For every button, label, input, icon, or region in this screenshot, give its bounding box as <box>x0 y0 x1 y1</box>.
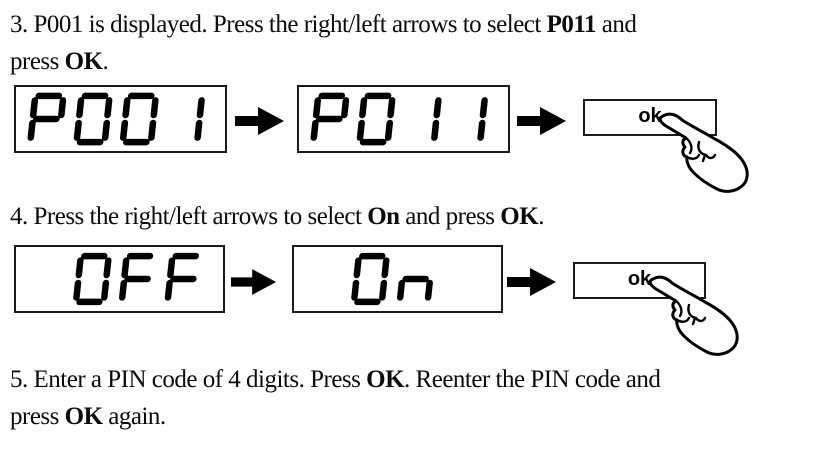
lcd-display-p011 <box>297 85 510 153</box>
right-arrow-icon <box>507 268 556 296</box>
pointing-hand-icon <box>658 112 749 193</box>
step3-instruction: 3. P001 is displayed. Press the right/le… <box>10 11 637 75</box>
right-arrow-icon <box>235 107 284 135</box>
ok-button-label: ok <box>638 105 662 127</box>
ok-button: ok <box>573 262 706 299</box>
right-arrow-icon <box>517 107 566 135</box>
lcd-display-off <box>14 245 225 313</box>
right-arrow-icon <box>231 269 277 295</box>
step4-instruction: 4. Press the right/left arrows to select… <box>10 203 544 230</box>
ok-button-label: ok <box>627 268 652 290</box>
step5-instruction: 5. Enter a PIN code of 4 digits. Press O… <box>10 366 661 430</box>
pointing-hand-icon <box>648 275 739 356</box>
lcd-display-p001 <box>14 85 227 153</box>
lcd-display-on <box>292 245 503 313</box>
